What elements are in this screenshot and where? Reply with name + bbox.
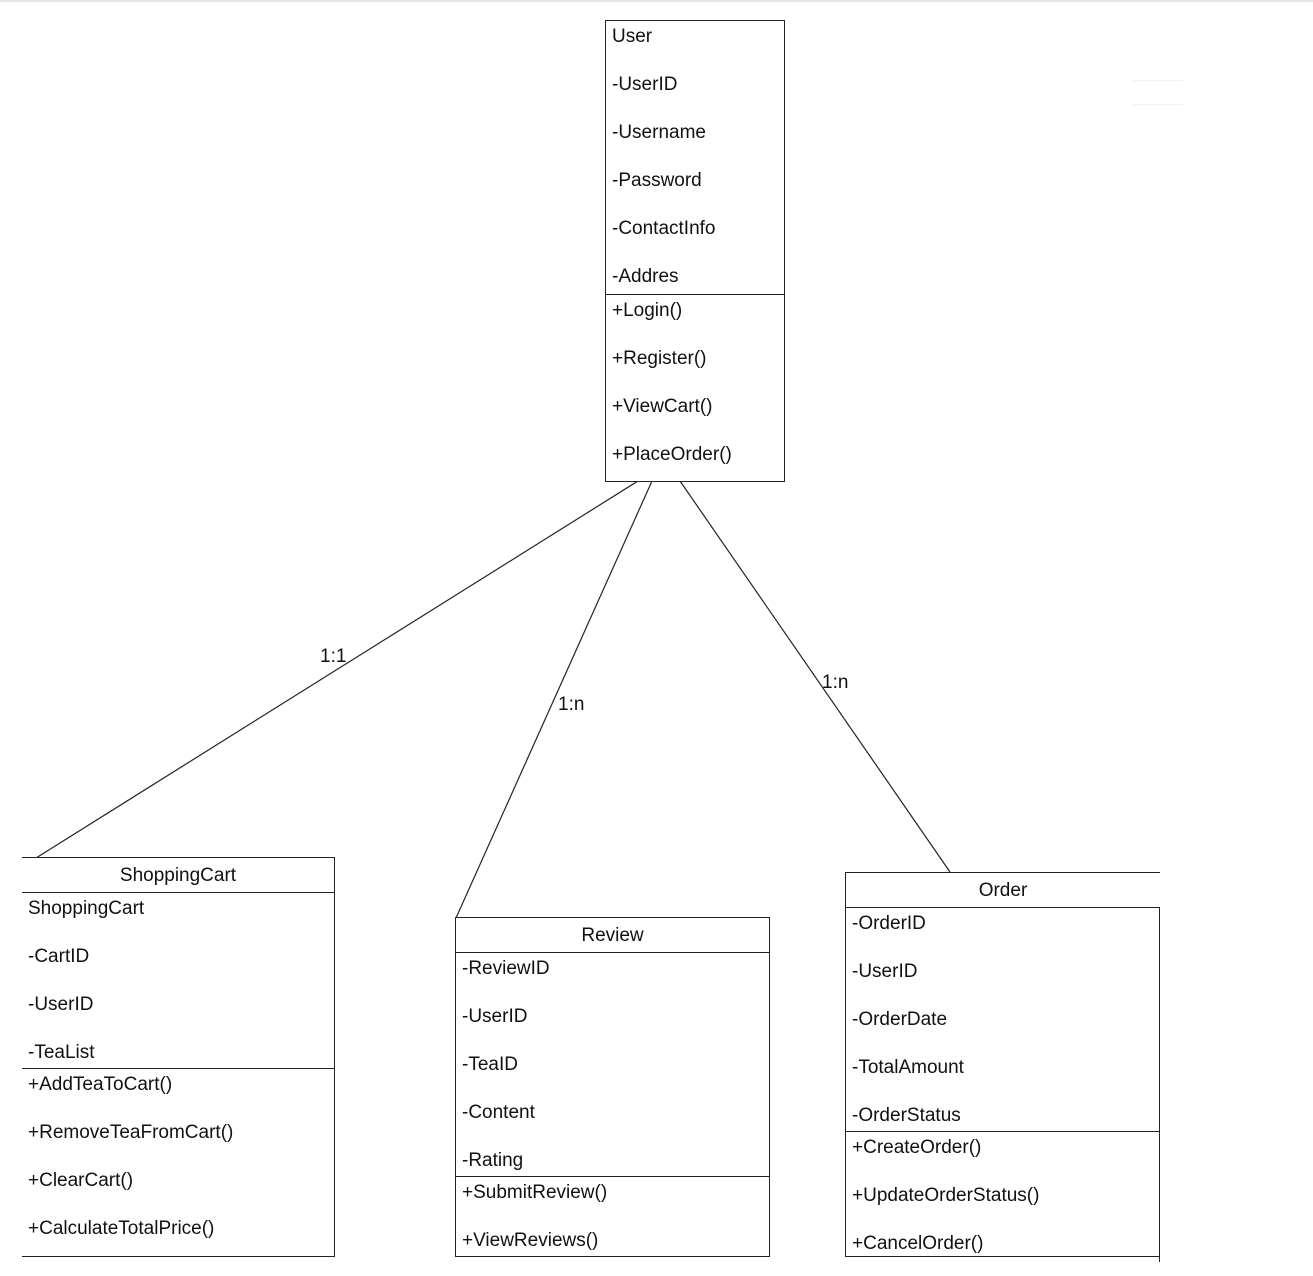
user-review-association[interactable] — [455, 480, 653, 919]
attribute-rating: -Rating — [462, 1150, 524, 1171]
class-user[interactable]: User -UserID -Username -Password -Contac… — [605, 20, 785, 482]
order-attributes: -OrderID -UserID -OrderDate -TotalAmount… — [846, 908, 1160, 1132]
association-lines — [35, 480, 951, 919]
method-submit-review: +SubmitReview() — [462, 1182, 608, 1203]
attribute-tea-list: -TeaList — [28, 1042, 95, 1063]
faint-artifact — [1133, 104, 1183, 105]
method-add-tea-to-cart: +AddTeaToCart() — [28, 1074, 173, 1095]
attribute-contact-info: -ContactInfo — [612, 218, 716, 239]
method-create-order: +CreateOrder() — [852, 1137, 982, 1158]
attribute-order-date: -OrderDate — [852, 1009, 948, 1030]
class-name-user: User — [612, 26, 653, 47]
attribute-content: -Content — [462, 1102, 535, 1123]
class-name-shopping-cart: ShoppingCart — [28, 898, 145, 919]
method-view-reviews: +ViewReviews() — [462, 1230, 599, 1251]
multiplicity-user-order: 1:n — [822, 672, 849, 693]
class-review[interactable]: Review -ReviewID -UserID -TeaID -Content… — [455, 917, 770, 1257]
attribute-tea-id: -TeaID — [462, 1054, 518, 1075]
method-login: +Login() — [612, 300, 683, 321]
user-methods: +Login() +Register() +ViewCart() +PlaceO… — [606, 295, 784, 487]
user-cart-association[interactable] — [35, 480, 639, 859]
method-remove-tea-from-cart: +RemoveTeaFromCart() — [28, 1122, 234, 1143]
class-shopping-cart[interactable]: ShoppingCart ShoppingCart -CartID -UserI… — [22, 857, 335, 1257]
attribute-password: -Password — [612, 170, 702, 191]
user-attributes: User -UserID -Username -Password -Contac… — [606, 21, 784, 295]
order-methods: +CreateOrder() +UpdateOrderStatus() +Can… — [846, 1132, 1160, 1262]
attribute-user-id: -UserID — [612, 74, 678, 95]
shopping-cart-attributes: ShoppingCart -CartID -UserID -TeaList — [22, 893, 334, 1069]
class-title-shopping-cart: ShoppingCart — [22, 858, 334, 893]
user-order-association[interactable] — [679, 480, 951, 873]
faint-artifact — [1133, 80, 1183, 81]
attribute-total-amount: -TotalAmount — [852, 1057, 964, 1078]
method-clear-cart: +ClearCart() — [28, 1170, 134, 1191]
attribute-address: -Addres — [612, 266, 679, 287]
method-cancel-order: +CancelOrder() — [852, 1233, 984, 1254]
method-calculate-total-price: +CalculateTotalPrice() — [28, 1218, 215, 1239]
attribute-cart-id: -CartID — [28, 946, 90, 967]
class-title-order: Order — [846, 873, 1160, 908]
attribute-order-id: -OrderID — [852, 913, 926, 934]
attribute-username: -Username — [612, 122, 706, 143]
method-update-order-status: +UpdateOrderStatus() — [852, 1185, 1040, 1206]
method-place-order: +PlaceOrder() — [612, 444, 732, 465]
attribute-user-id: -UserID — [28, 994, 94, 1015]
attribute-user-id: -UserID — [852, 961, 918, 982]
shopping-cart-methods: +AddTeaToCart() +RemoveTeaFromCart() +Cl… — [22, 1069, 334, 1261]
method-view-cart: +ViewCart() — [612, 396, 713, 417]
method-register: +Register() — [612, 348, 707, 369]
top-divider — [0, 0, 1313, 2]
class-title-review: Review — [456, 918, 769, 953]
multiplicity-user-cart: 1:1 — [320, 646, 347, 667]
attribute-order-status: -OrderStatus — [852, 1105, 961, 1126]
class-order[interactable]: Order -OrderID -UserID -OrderDate -Total… — [845, 872, 1160, 1262]
review-methods: +SubmitReview() +ViewReviews() — [456, 1177, 769, 1273]
multiplicity-user-review: 1:n — [558, 694, 585, 715]
attribute-review-id: -ReviewID — [462, 958, 550, 979]
review-attributes: -ReviewID -UserID -TeaID -Content -Ratin… — [456, 953, 769, 1177]
attribute-user-id: -UserID — [462, 1006, 528, 1027]
